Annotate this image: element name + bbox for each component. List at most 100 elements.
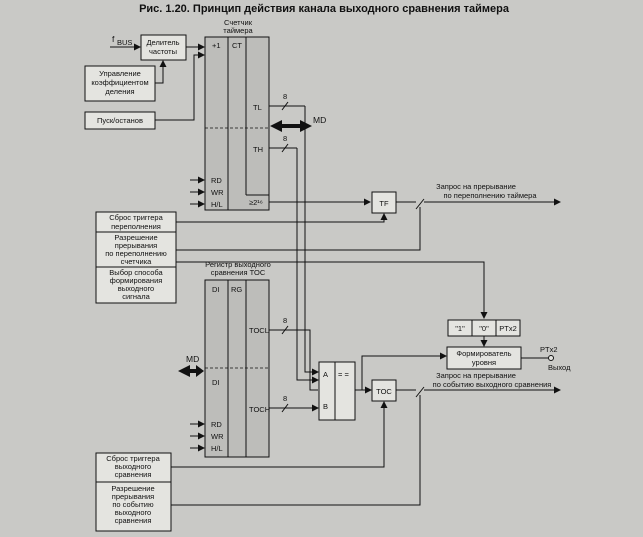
tocl-bus [269,329,318,391]
output-mode-block [95,266,177,304]
overflow-int-enable-1: Разрешение [114,233,157,242]
fbus-subscript: BUS [117,38,132,47]
output-mode-wire [176,261,488,319]
counter-overflow-label: ≥2¹⁶ [249,198,263,207]
compare-int-enable-1: Разрешение [111,484,154,493]
toc-switch [415,386,425,398]
reset-compare-1: Сброс триггера [106,454,160,463]
level-option-1-label: "1" [455,324,465,333]
counter-title-1: Счетчик [224,18,253,27]
tl-to-comparator-wire [304,106,319,376]
comparator-b: B [323,402,328,411]
divider-label-2: частоты [149,47,177,56]
prescaler-wire [155,60,167,84]
start-stop-wire [155,51,205,121]
start-stop-label: Пуск/останов [97,116,143,125]
output-mode-2: формирования [110,276,163,285]
md-bottom-arrow-left [178,365,192,377]
timer-counter-register [204,36,270,211]
tl-bus-width: 8 [283,92,287,101]
overflow-int-enable-3: по переполнению [105,249,167,258]
level-option-0-label: "0" [479,324,489,333]
output-mode-1: Выбор способа [109,268,163,277]
overflow-interrupt-1: Запрос на прерывание [436,182,516,191]
md-top-arrow [270,120,312,132]
output-label: Выход [548,363,571,372]
output-mode-4: сигнала [122,292,150,301]
toc-wr: WR [211,432,224,441]
counter-plus1: +1 [212,41,221,50]
compare-interrupt-2: по событию выходного сравнения [433,380,552,389]
prescaler-label-2: коэффициентом [91,78,148,87]
comparator-a: A [323,370,328,379]
compare-int-enable-2: прерывания [112,492,154,501]
tf-label: TF [379,199,389,208]
overflow-int-enable-2: прерывания [115,241,157,250]
md-bottom-arrow-right [192,365,204,377]
toch-bus-slash [281,403,289,413]
reset-compare-2: выходного [115,462,151,471]
compare-interrupt-1: Запрос на прерывание [436,371,516,380]
comparator-to-former-wire [361,352,447,390]
prescaler-label-3: деления [105,87,134,96]
toc-rd: RD [211,420,222,429]
toc-flag-label: TOC [376,387,392,396]
counter-tl: TL [253,103,262,112]
reset-overflow-2: переполнения [111,222,161,231]
overflow-int-enable-block [95,231,177,268]
tocl-bus-slash [281,325,289,335]
reset-compare-wire [171,401,388,468]
md-top-label: MD [313,115,326,125]
toc-rg: RG [231,285,242,294]
toch-bus-width: 8 [283,394,287,403]
compare-int-enable-5: сравнения [115,516,152,525]
counter-ct: CT [232,41,242,50]
compare-int-enable-4: выходного [115,508,151,517]
figure-title: Рис. 1.20. Принцип действия канала выход… [139,3,510,15]
toc-register [204,279,270,458]
compare-int-enable-block [95,481,172,532]
counter-th: TH [253,145,263,154]
th-bus-width: 8 [283,134,287,143]
counter-title-2: таймера [223,26,253,35]
level-option-ptx2 [495,319,521,337]
divider-label-1: Делитель [146,38,179,47]
toc-tocl: TOCL [249,326,269,335]
toc-toch: TOCH [249,405,270,414]
tocl-bus-width: 8 [283,316,287,325]
output-mode-3: выходного [118,284,154,293]
counter-hl: H/L [211,200,223,209]
compare-int-enable-3: по событию [112,500,154,509]
overflow-int-enable-4: счетчика [121,257,152,266]
reset-overflow-1: Сброс триггера [109,213,163,222]
level-option-ptx2-label: PTx2 [499,324,517,333]
overflow-interrupt-2: по переполнению таймера [443,191,537,200]
compare-enable-wire [171,395,421,506]
reset-compare-3: сравнения [115,470,152,479]
prescaler-control-block [84,65,156,102]
overflow-enable-wire [176,207,421,251]
toc-di-top: DI [212,285,220,294]
prescaler-label-1: Управление [99,69,141,78]
tf-switch [415,198,425,210]
comparator-eq: = = [338,370,349,379]
counter-rd: RD [211,176,222,185]
md-bottom-label: MD [186,354,199,364]
ptx2-label: PTx2 [540,345,558,354]
th-bus-slash [281,143,289,153]
output-pin [548,355,554,361]
toc-title-2: сравнения TOC [211,268,266,277]
counter-wr: WR [211,188,224,197]
level-former-2: уровня [472,358,496,367]
toc-di-bottom: DI [212,378,220,387]
reset-overflow-wire [176,213,388,223]
tl-bus-slash [281,101,289,111]
toc-hl: H/L [211,444,223,453]
fbus-label: f [112,34,115,44]
th-to-comparator-wire [296,148,319,384]
toc-title-1: Регистр выходного [205,260,271,269]
comparator-block [318,361,356,421]
level-former-1: Формирователь [456,349,511,358]
